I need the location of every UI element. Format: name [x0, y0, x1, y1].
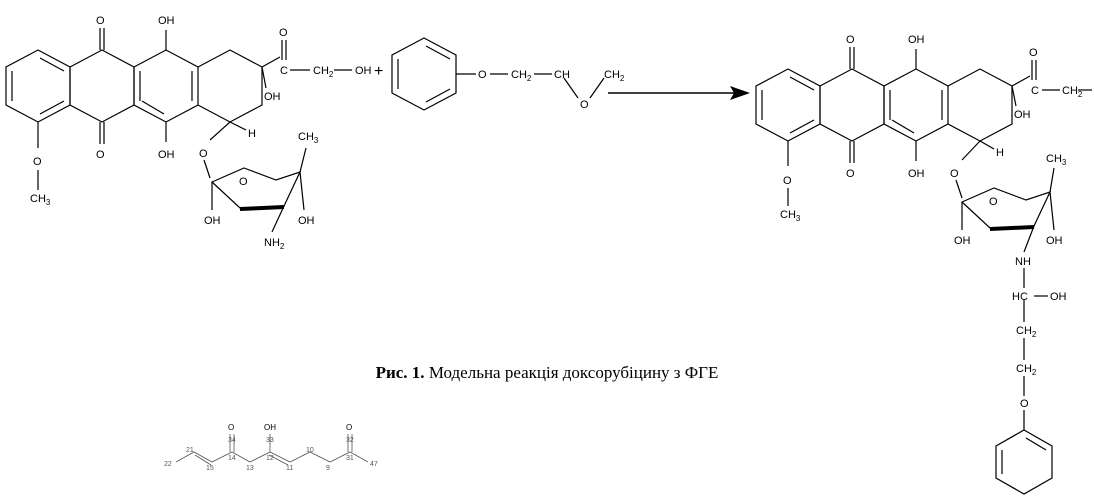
fragment-o-32: O [346, 423, 352, 432]
fragment-num-34: 34 [228, 437, 236, 444]
figure-caption-text: Модельна реакція доксорубіцину з ФГЕ [424, 363, 719, 382]
reagent-o-epoxide: O [580, 99, 589, 111]
phenyl-glycidyl-ether-reagent: O CH2 CH CH2 O [391, 37, 625, 111]
atom-o-ring: O [239, 176, 248, 188]
numbered-fragment: O OH O 22 21 15 34 14 13 33 12 11 10 9 3… [164, 423, 378, 472]
fragment-num-31: 31 [346, 455, 354, 462]
product-hc: HC [1012, 291, 1028, 303]
product-oh-c9: OH [1014, 109, 1031, 121]
product-ch2: CH2 [1062, 85, 1083, 99]
product-phenyl-ring [995, 429, 1053, 495]
product-o-methoxy: O [783, 175, 792, 187]
product-o-ring: O [989, 196, 998, 208]
ring-b [69, 49, 135, 123]
reaction-product: O O OH OH O C CH2 OH H O O CH3 OH OH NH … [755, 34, 1092, 495]
product-ch2-a: CH2 [1016, 325, 1037, 339]
product-o-bottom: O [846, 168, 855, 180]
fragment-num-21: 21 [186, 447, 194, 454]
product-o-keto: O [1029, 47, 1038, 59]
product-o-glyco: O [950, 168, 959, 180]
reagent-ch2: CH2 [511, 69, 532, 83]
fragment-num-33: 33 [266, 437, 274, 444]
atom-o-bottom: O [96, 149, 105, 161]
atom-nh2: NH2 [264, 237, 285, 251]
fragment-num-22: 22 [164, 461, 172, 468]
fragment-o-34: O [228, 423, 234, 432]
product-nh: NH [1015, 256, 1031, 268]
fragment-num-14: 14 [228, 455, 236, 462]
atom-ch3-sugar: CH3 [298, 131, 319, 145]
product-o-ether: O [1020, 398, 1029, 410]
atom-oh-sugar-right: OH [298, 215, 315, 227]
product-oh-top: OH [908, 34, 925, 46]
fragment-num-15: 15 [206, 465, 214, 472]
product-ch3-methoxy: CH3 [780, 209, 801, 223]
ring-c [133, 49, 199, 123]
atom-c-keto: C [280, 65, 288, 77]
atom-o-keto: O [279, 27, 288, 39]
atom-oh-chain: OH [355, 65, 372, 77]
atom-o-glyco: O [199, 148, 208, 160]
fragment-num-9: 9 [326, 465, 330, 472]
product-h-c7: H [996, 147, 1004, 159]
product-oh-hc: OH [1050, 291, 1067, 303]
atom-ch3-methoxy: CH3 [30, 193, 51, 207]
fragment-num-13: 13 [246, 465, 254, 472]
product-oh-sugar-right: OH [1046, 235, 1063, 247]
fragment-num-12: 12 [266, 455, 274, 462]
reagent-ch2-ring: CH2 [604, 69, 625, 83]
plus-sign: + [374, 63, 383, 80]
product-oh-bottom: OH [908, 168, 925, 180]
benzene-ring [391, 37, 457, 111]
product-ring-c [883, 68, 949, 142]
product-oh-sugar-left: OH [954, 235, 971, 247]
reagent-o-ether: O [478, 69, 487, 81]
product-sugar-ring [960, 187, 1052, 229]
reagent-ch: CH [554, 69, 570, 81]
atom-h-c7: H [248, 128, 256, 140]
fragment-oh-33: OH [264, 423, 276, 432]
ring-a [5, 49, 71, 123]
fragment-num-10: 10 [306, 447, 314, 454]
atom-o-methoxy: O [33, 156, 42, 168]
product-ring-b [819, 68, 885, 142]
figure-caption-label: Рис. 1. [375, 363, 425, 382]
product-ch2-b: CH2 [1016, 363, 1037, 377]
fragment-num-11: 11 [286, 465, 293, 472]
doxorubicin-reactant: O O OH OH O C CH2 OH OH H O O CH3 OH OH … [5, 15, 372, 251]
atom-oh-sugar-left: OH [204, 215, 221, 227]
atom-ch2: CH2 [313, 65, 334, 79]
product-ring-a [755, 68, 821, 142]
atom-oh-c9: OH [264, 91, 281, 103]
atom-oh-bottom: OH [158, 149, 175, 161]
product-c-keto: C [1031, 85, 1039, 97]
fragment-num-32: 32 [346, 437, 354, 444]
daunosamine-ring [210, 167, 302, 209]
figure-caption: Рис. 1. Модельна реакція доксорубіцину з… [0, 363, 1094, 383]
product-ch3-sugar: CH3 [1046, 153, 1067, 167]
atom-oh-top: OH [158, 15, 175, 27]
atom-o-top: O [96, 15, 105, 27]
product-o-top: O [846, 34, 855, 46]
fragment-num-47: 47 [370, 461, 378, 468]
reaction-arrow [608, 86, 750, 100]
